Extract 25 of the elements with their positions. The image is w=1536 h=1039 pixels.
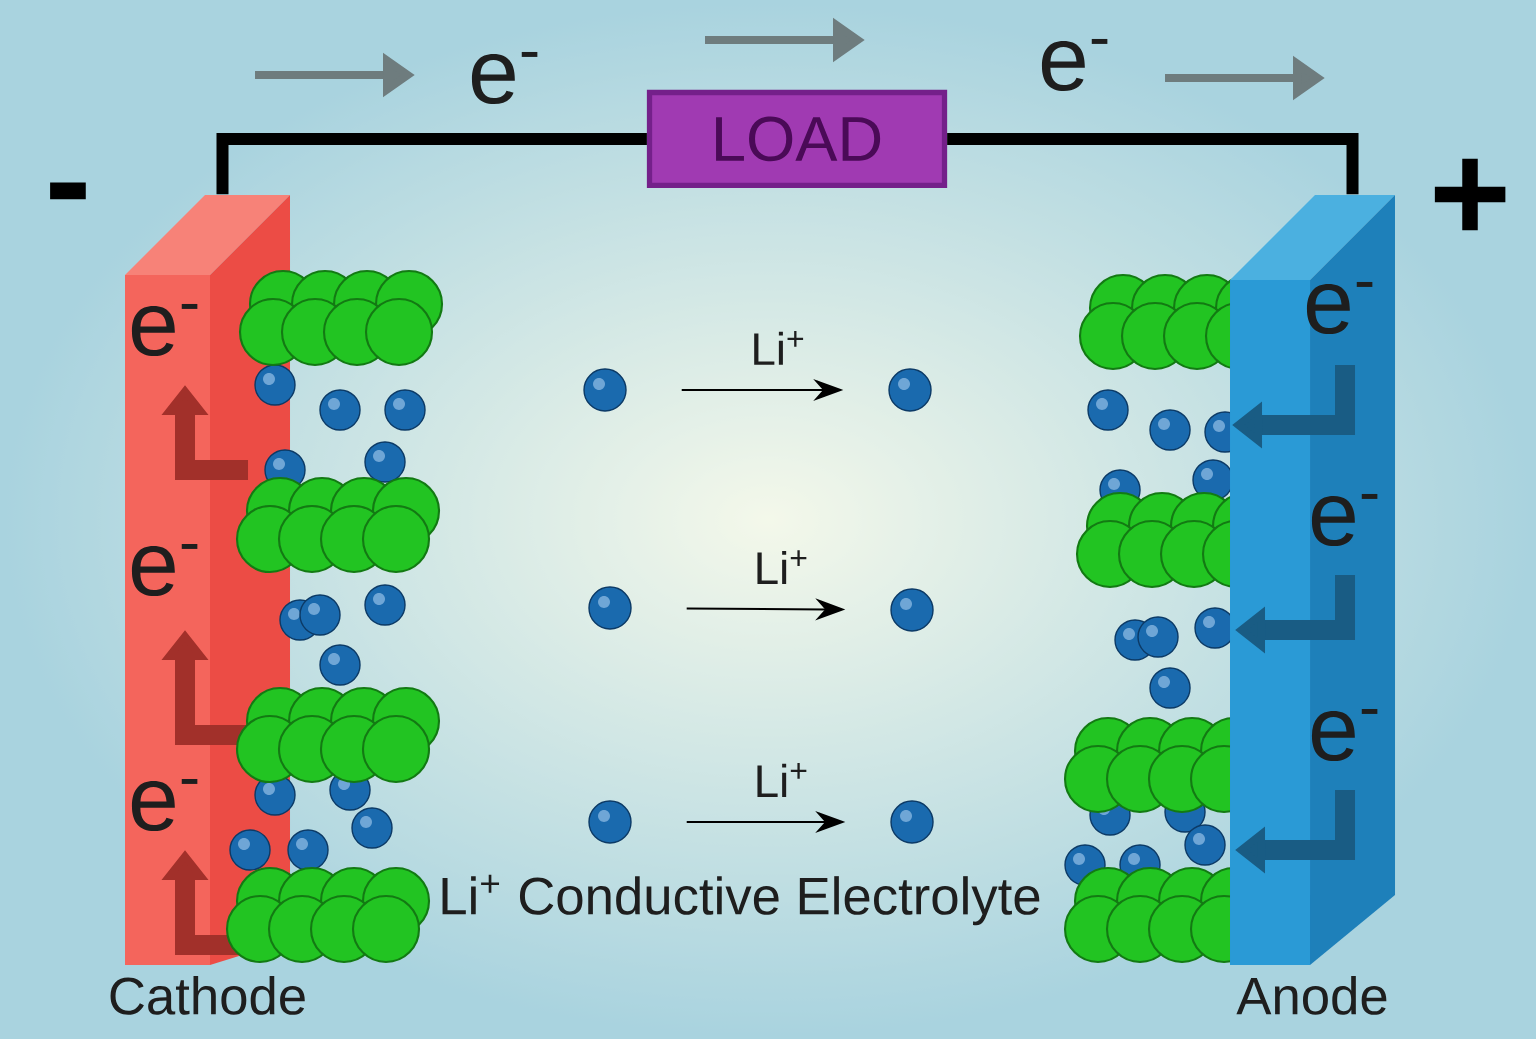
electron-label: e$^{-}$ (471, 51, 538, 105)
ion-sphere (583, 368, 627, 412)
terminal-sign: + (1434, 158, 1506, 231)
edge-label: Li$^{+}$ (754, 331, 804, 365)
electron-label: e$^{-}$ (1041, 38, 1108, 92)
node-label: Cathode (110, 976, 305, 1015)
wire (947, 133, 1359, 195)
electron-label: e$^{-}$ (1306, 281, 1373, 335)
electrolyte-label: Li$^{+}$ Conductive Electrolyte (442, 874, 1040, 926)
load-box: LOAD (646, 89, 948, 189)
wire (216, 133, 647, 195)
electron-label: e$^{-}$ (1311, 493, 1378, 547)
ion-sphere (588, 586, 632, 630)
edge-label: Li$^{+}$ (757, 550, 807, 584)
ion-sphere (888, 368, 932, 412)
electron-label: e$^{-}$ (131, 543, 198, 597)
node-label: Anode (1236, 976, 1387, 1015)
ion-sphere (890, 800, 934, 844)
electron-label: e$^{-}$ (1311, 708, 1378, 762)
electron-label: e$^{-}$ (131, 778, 198, 832)
terminal-sign: - (50, 182, 86, 200)
electron-label: e$^{-}$ (131, 303, 198, 357)
ion-sphere (588, 800, 632, 844)
ion-sphere (890, 588, 934, 632)
edge-label: Li$^{+}$ (757, 763, 807, 797)
